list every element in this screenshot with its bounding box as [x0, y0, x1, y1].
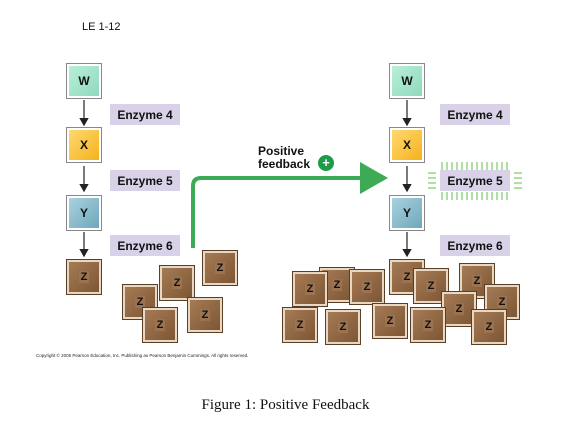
molecule-w-right: W [389, 63, 425, 99]
z-pile-box: Z [413, 268, 449, 304]
z-pile-box: Z [202, 250, 238, 286]
molecule-x-left: X [66, 127, 102, 163]
enzyme-6-left: Enzyme 6 [110, 235, 180, 256]
molecule-w-left: W [66, 63, 102, 99]
enzyme-4-right: Enzyme 4 [440, 104, 510, 125]
enzyme-5-glow [428, 162, 522, 200]
figure-id-label: LE 1-12 [82, 21, 121, 33]
z-pile-box: Z [187, 297, 223, 333]
z-pile-box: Z [441, 291, 477, 327]
z-pile-box: Z [142, 307, 178, 343]
copyright-notice: Copyright © 2005 Pearson Education, Inc.… [36, 353, 249, 358]
molecule-y-right: Y [389, 195, 425, 231]
molecule-z-left: Z [66, 259, 102, 295]
z-pile-box: Z [372, 303, 408, 339]
molecule-y-left: Y [66, 195, 102, 231]
plus-sign-icon: + [318, 155, 334, 171]
enzyme-4-left: Enzyme 4 [110, 104, 180, 125]
z-pile-box: Z [471, 309, 507, 345]
z-pile-box: Z [292, 271, 328, 307]
positive-feedback-label: Positive feedback [258, 144, 311, 171]
z-pile-box: Z [349, 269, 385, 305]
z-pile-box: Z [159, 265, 195, 301]
z-pile-box: Z [325, 309, 361, 345]
enzyme-5-right: Enzyme 5 [440, 170, 510, 191]
z-pile-box: Z [282, 307, 318, 343]
enzyme-6-right: Enzyme 6 [440, 235, 510, 256]
figure-caption: Figure 1: Positive Feedback [201, 397, 370, 413]
z-label: Z [78, 271, 90, 283]
enzyme-5-left: Enzyme 5 [110, 170, 180, 191]
z-pile-box: Z [410, 307, 446, 343]
molecule-x-right: X [389, 127, 425, 163]
positive-feedback-arrow [191, 162, 388, 248]
